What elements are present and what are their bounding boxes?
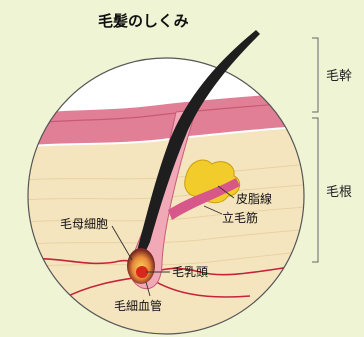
- label-hair-root: 毛根: [326, 185, 352, 200]
- diagram-title: 毛髪のしくみ: [98, 12, 189, 30]
- label-hair-shaft: 毛幹: [326, 68, 352, 84]
- label-dermal-papilla: 毛乳頭: [172, 265, 208, 279]
- hair-bulb: [127, 248, 155, 284]
- side-bracket: [312, 38, 318, 262]
- label-arrector-pili: 立毛筋: [222, 210, 258, 225]
- label-matrix-cell: 毛母細胞: [60, 217, 108, 231]
- label-sebaceous-gland: 皮脂線: [236, 191, 272, 206]
- label-capillary: 毛細血管: [114, 298, 162, 313]
